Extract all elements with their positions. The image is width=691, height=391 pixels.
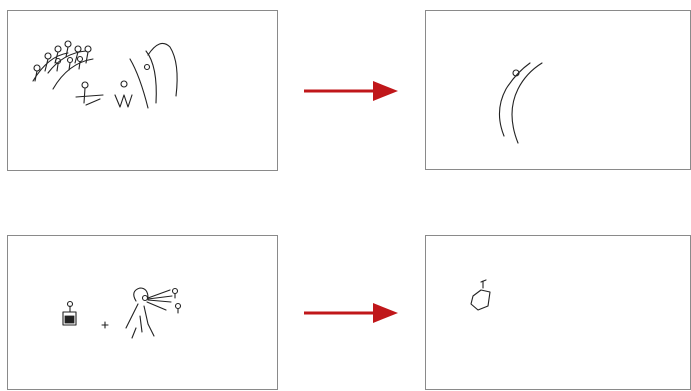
- row1-before-panel: [7, 10, 278, 171]
- row1-after-panel: [425, 10, 691, 170]
- radio-plus-figure-sketch: [8, 236, 279, 391]
- row2-arrow: [303, 300, 399, 326]
- double-arch-sketch: [426, 11, 691, 171]
- row2-before-panel: [7, 235, 278, 390]
- right-arrow-icon: [303, 300, 399, 326]
- right-arrow-icon: [303, 78, 399, 104]
- crowd-and-arches-sketch: [8, 11, 279, 172]
- single-shape-sketch: [426, 236, 691, 391]
- row1-arrow: [303, 78, 399, 104]
- row2-after-panel: [425, 235, 691, 390]
